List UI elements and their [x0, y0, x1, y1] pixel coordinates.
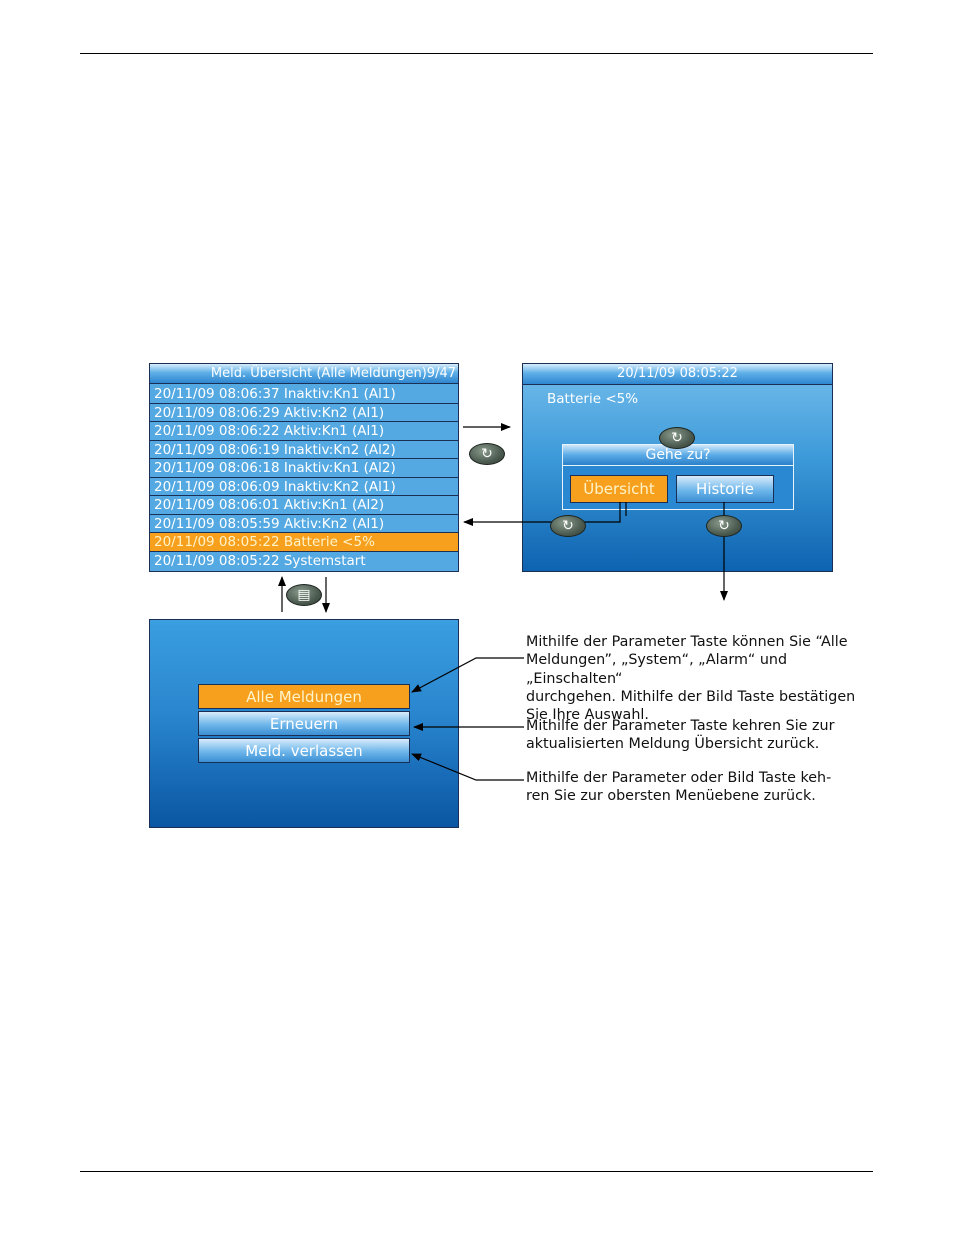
annotation-line: Mithilfe der Parameter Taste kehren Sie … — [526, 718, 835, 734]
overview-button[interactable]: Übersicht — [570, 475, 668, 503]
list-item[interactable]: 20/11/09 08:06:18 Inaktiv:Kn1 (Al2) — [150, 459, 458, 478]
detail-screen-title: 20/11/09 08:05:22 — [523, 364, 832, 385]
annotation-line: aktualisierten Meldung Übersicht zurück. — [526, 736, 820, 753]
page-icon[interactable]: ▤ — [286, 584, 322, 606]
list-item[interactable]: 20/11/09 08:06:22 Aktiv:Kn1 (Al1) — [150, 422, 458, 441]
annotation-line: Mithilfe der Parameter Taste können Sie … — [526, 634, 848, 650]
annotation-line: Meldungen”, „System“, „Alarm“ und „Einsc… — [526, 652, 788, 687]
annotation-all-messages: Mithilfe der Parameter Taste können Sie … — [526, 633, 886, 724]
list-item[interactable]: 20/11/09 08:06:09 Inaktiv:Kn2 (Al1) — [150, 477, 458, 496]
menu-item-refresh[interactable]: Erneuern — [198, 711, 410, 736]
annotation-refresh: Mithilfe der Parameter Taste kehren Sie … — [526, 717, 886, 754]
annotation-exit: Mithilfe der Parameter oder Bild Taste k… — [526, 769, 886, 806]
list-item-selected[interactable]: 20/11/09 08:05:22 Batterie <5% — [150, 533, 458, 552]
history-button[interactable]: Historie — [676, 475, 774, 503]
annotation-line: ren Sie zur obersten Menüebene zurück. — [526, 788, 816, 805]
list-item[interactable]: 20/11/09 08:06:19 Inaktiv:Kn2 (Al2) — [150, 440, 458, 459]
scroll-icon[interactable]: ↻ — [469, 443, 505, 465]
list-screen-title: Meld. Übersicht (Alle Meldungen)9/47 — [150, 364, 458, 384]
message-list: 20/11/09 08:06:37 Inaktiv:Kn1 (Al1) 20/1… — [150, 385, 458, 570]
list-item[interactable]: 20/11/09 08:06:01 Aktiv:Kn1 (Al2) — [150, 496, 458, 515]
scroll-icon[interactable]: ↻ — [550, 515, 586, 537]
scroll-icon[interactable]: ↻ — [659, 427, 695, 449]
goto-dialog-title: Gehe zu? — [563, 445, 793, 466]
annotation-line: durchgehen. Mithilfe der Bild Taste best… — [526, 688, 856, 705]
list-item[interactable]: 20/11/09 08:05:22 Systemstart — [150, 551, 458, 570]
annotation-line: Sie Ihre Auswahl. — [526, 707, 649, 724]
menu-item-exit[interactable]: Meld. verlassen — [198, 738, 410, 763]
list-item[interactable]: 20/11/09 08:05:59 Aktiv:Kn2 (Al1) — [150, 514, 458, 533]
detail-message: Batterie <5% — [547, 391, 639, 407]
list-item[interactable]: 20/11/09 08:06:29 Aktiv:Kn2 (Al1) — [150, 403, 458, 422]
goto-dialog: Gehe zu? Übersicht Historie — [562, 444, 794, 510]
annotation-line: Mithilfe der Parameter oder Bild Taste k… — [526, 770, 832, 786]
message-list-screen: Meld. Übersicht (Alle Meldungen)9/47 20/… — [149, 363, 459, 572]
menu-item-all-messages[interactable]: Alle Meldungen — [198, 684, 410, 709]
scroll-icon[interactable]: ↻ — [706, 515, 742, 537]
footer-rule — [80, 1171, 873, 1172]
header-rule — [80, 53, 873, 54]
list-item[interactable]: 20/11/09 08:06:37 Inaktiv:Kn1 (Al1) — [150, 385, 458, 404]
message-menu-screen: Alle Meldungen Erneuern Meld. verlassen — [149, 619, 459, 828]
message-detail-screen: 20/11/09 08:05:22 Batterie <5% Gehe zu? … — [522, 363, 833, 572]
